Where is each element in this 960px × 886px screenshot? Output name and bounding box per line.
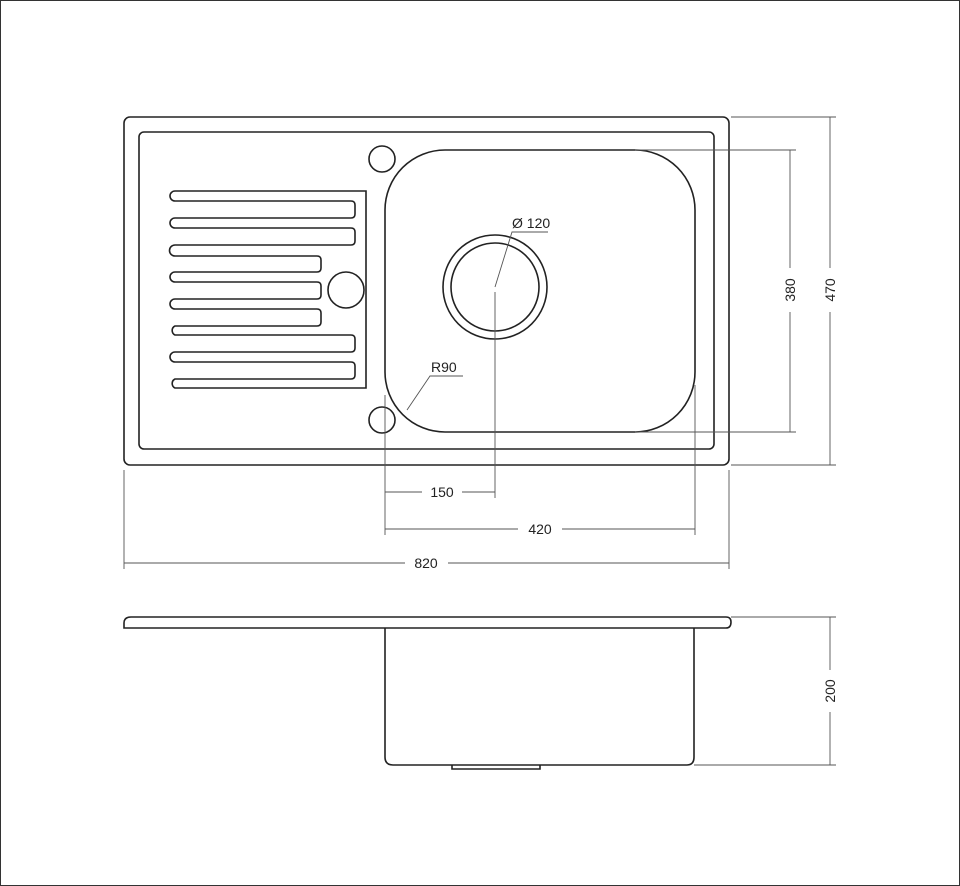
side-view: 200	[123, 616, 838, 770]
drain-outlet	[451, 765, 541, 770]
sink-inner-rim	[138, 131, 715, 450]
dim-bowl-depth: 380	[782, 278, 798, 302]
sink-top-slab	[123, 616, 732, 629]
dim-drain-offset: 150	[430, 484, 454, 500]
drainer-hole	[327, 271, 365, 309]
tap-hole	[368, 145, 396, 173]
dim-bowl-height: 200	[822, 679, 838, 703]
dim-bowl-width: 420	[528, 521, 552, 537]
dim-drain-diameter: Ø 120	[512, 215, 550, 231]
top-view-dimensions: 470 380 150 420 820 Ø 120 R90	[123, 116, 838, 571]
dim-overall-depth: 470	[822, 278, 838, 302]
dim-corner-radius: R90	[431, 359, 457, 375]
bowl-side-profile	[384, 628, 695, 766]
bowl-outline	[384, 149, 696, 433]
top-view	[123, 116, 730, 466]
drainer-ribs	[168, 190, 367, 389]
overflow-hole	[368, 406, 396, 434]
sink-outer-edge	[123, 116, 730, 466]
dim-overall-width: 820	[414, 555, 438, 571]
